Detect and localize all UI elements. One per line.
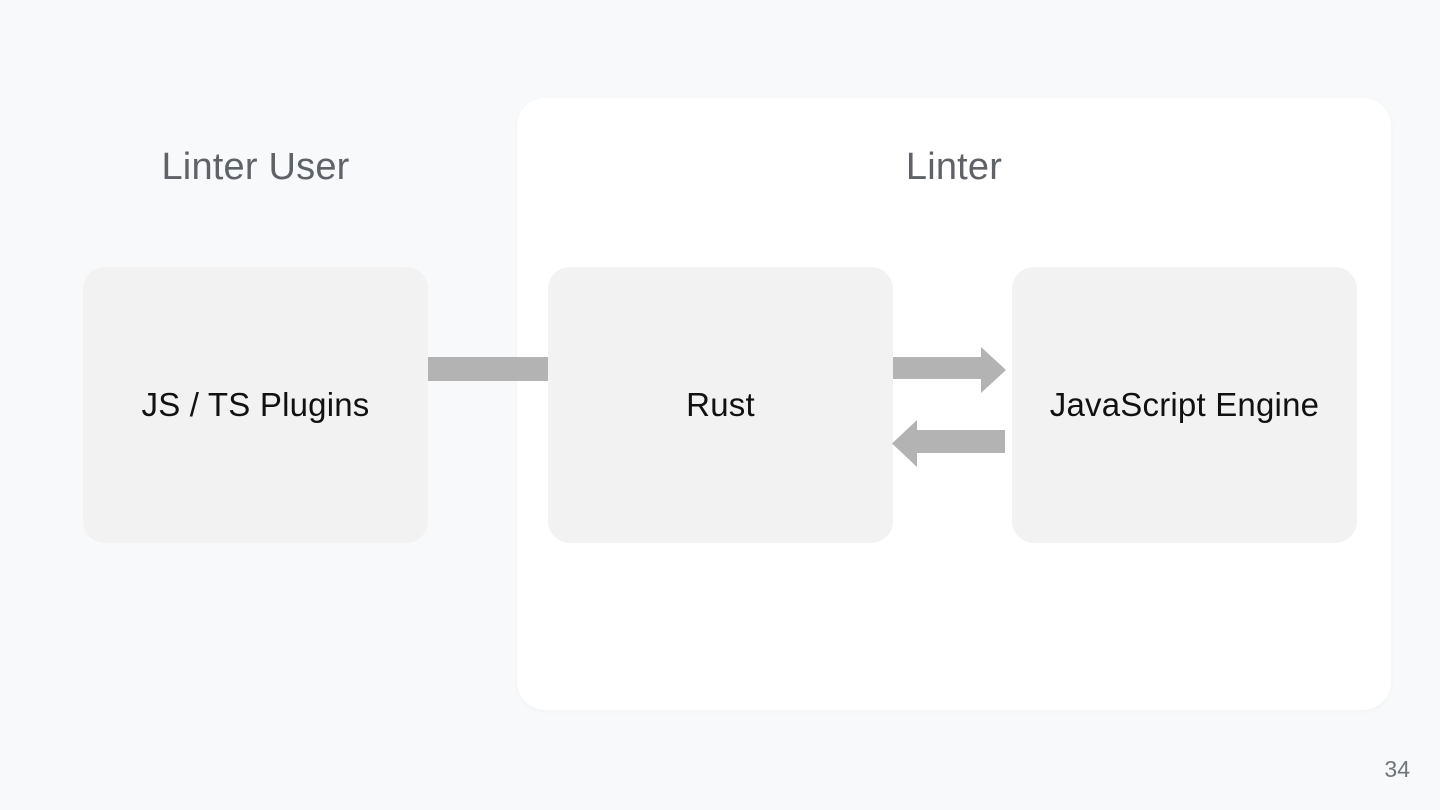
node-javascript-engine: JavaScript Engine [1012, 267, 1357, 543]
page-number: 34 [1384, 756, 1410, 782]
arrow-left-icon [892, 420, 1005, 467]
node-label: Rust [686, 386, 755, 423]
arrow-right-icon [893, 347, 1006, 393]
connector-bar-plugins-to-rust [428, 357, 548, 381]
group-label-linter: Linter [905, 146, 1003, 188]
node-js-ts-plugins: JS / TS Plugins [83, 267, 428, 543]
node-label: JS / TS Plugins [141, 386, 370, 423]
node-rust: Rust [548, 267, 893, 543]
group-label-linter-user: Linter User [161, 146, 350, 188]
node-label: JavaScript Engine [1049, 386, 1320, 423]
